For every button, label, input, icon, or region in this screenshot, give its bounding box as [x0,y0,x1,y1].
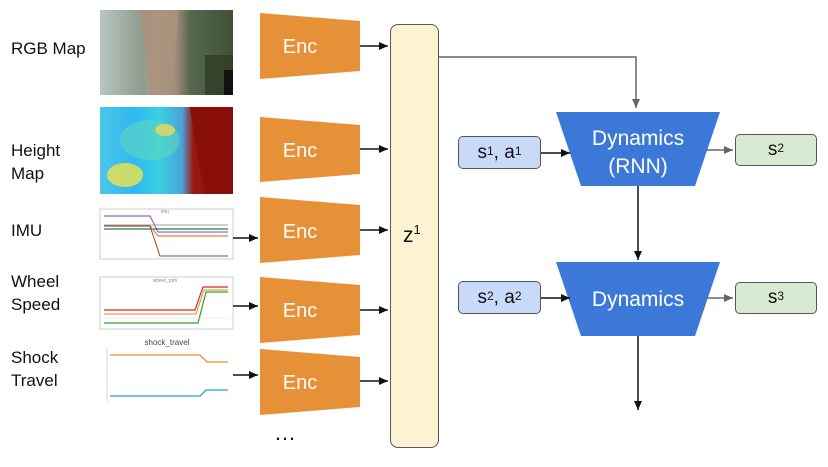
encoder-shape [260,117,360,182]
latent-to-dynamics-arrow [439,56,640,108]
dynamics-shape [556,262,720,336]
label-line: Travel [11,371,58,390]
dynamics-label: Dynamics [592,288,684,311]
encoder-label: Enc [283,221,317,243]
state-symbol: s [767,287,778,308]
shock-plot-title: shock_travel [145,338,190,347]
input-label-imu: IMU [11,219,42,242]
encoder-label: Enc [283,372,317,394]
label-line: Speed [11,295,61,314]
encoder-to-latent-arrows [360,42,388,385]
encoder-shape [260,277,360,343]
latent-vector-box [390,24,439,448]
encoder-label: Enc [283,36,317,58]
input-label-shock-travel: Shock Travel [11,346,58,392]
encoder-shock-travel: Enc [260,349,360,415]
dynamics-rnn-block: Dynamics (RNN) [556,112,720,186]
input-label-wheel-speed: Wheel Speed [11,270,60,316]
latent-sup: 1 [413,222,421,237]
dynamics-label-line1: Dynamics [592,127,684,150]
encoder-height-map: Enc [260,117,360,182]
input-label-rgb-map: RGB Map [11,37,86,60]
encoder-wheel-speed: Enc [260,277,360,343]
action-symbol: a [504,141,515,163]
label-line: Height [11,141,61,160]
imu-plot-thumbnail: imu [99,208,234,260]
label-line: RGB Map [11,39,86,58]
action-symbol: a [504,286,515,308]
encoder-shape [260,13,360,79]
encoder-rgb-map: Enc [260,13,360,79]
encoder-shape [260,197,360,263]
label-line: Wheel [11,272,60,291]
encoder-imu: Enc [260,197,360,263]
shock-travel-plot-thumbnail: shock_travel [100,338,233,404]
dynamics-block: Dynamics [556,262,720,336]
state-symbol: s [767,139,778,160]
dynamics-shape [556,112,720,186]
dynamics-label-line2: (RNN) [608,155,667,178]
state-symbol: s [477,286,487,308]
more-inputs-ellipsis: … [274,420,297,445]
encoder-label: Enc [283,300,317,322]
rgb-map-thumbnail [100,10,233,95]
latent-base: z [403,224,414,247]
label-line: Shock [11,348,59,367]
encoder-shape [260,349,360,415]
label-line: Map [11,164,45,183]
wheel-plot-title: wheel_rpm [153,278,177,284]
latent-vector-label: z1 [403,222,421,248]
input-to-encoder-arrows [233,234,258,379]
wheel-speed-plot-thumbnail: wheel_rpm [99,276,234,330]
imu-plot-title: imu [161,209,169,215]
state-symbol: s [477,141,487,163]
encoder-label: Enc [283,140,317,162]
input-label-height-map: Height Map [11,139,60,185]
height-map-thumbnail [100,107,233,194]
label-line: IMU [11,221,43,240]
